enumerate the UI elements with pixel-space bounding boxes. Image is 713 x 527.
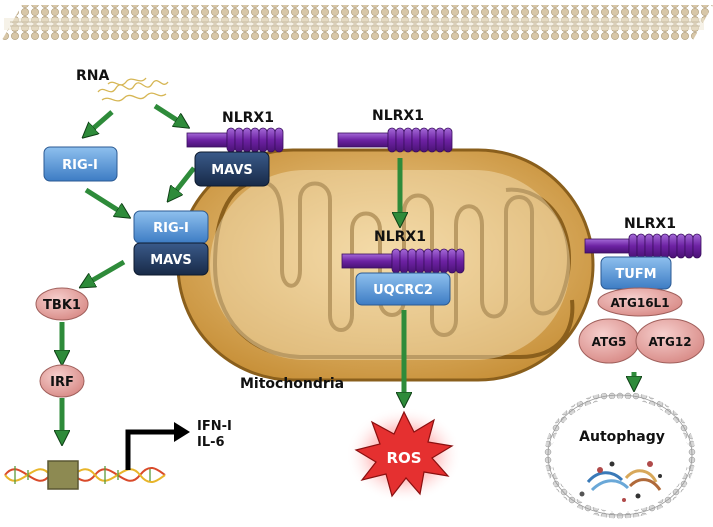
tbk1-node: TBK1: [35, 287, 89, 321]
nlrx1-center-protein-icon: [337, 127, 453, 153]
atg12-node: [635, 318, 705, 364]
rna-molecule-icon: [97, 77, 169, 102]
nlrx1-inner-label: NLRX1: [374, 229, 426, 245]
mitochondria-label: Mitochondria: [240, 376, 344, 392]
autophagosome-icon: [544, 391, 696, 519]
nlrx1-mavs-group: NLRX1 MAVS: [186, 110, 284, 187]
arrows: [62, 103, 634, 438]
atg12-label: ATG12: [648, 335, 691, 349]
atg16l1-label: ATG16L1: [610, 296, 669, 310]
mitochondria-cristae: [213, 179, 571, 337]
nlrx1-center-group: NLRX1: [337, 108, 453, 153]
irf-label: IRF: [50, 375, 74, 390]
nlrx1-center-label: NLRX1: [372, 108, 424, 124]
arrow-rna-to-rigi: [88, 110, 114, 133]
nlrx1-tufm-group: NLRX1 TUFM: [584, 216, 702, 290]
autophagosome-cargo-icon: [579, 461, 662, 502]
plasma-membrane: [2, 5, 713, 40]
nlrx1-inner-protein-icon: [341, 248, 465, 274]
tufm-label: TUFM: [615, 267, 656, 282]
rig-i-free-label: RIG-I: [62, 158, 98, 173]
nlrx1-right-protein-icon: [584, 233, 702, 259]
dna-strand-icon: [4, 466, 166, 484]
uqcrc2-label: UQCRC2: [373, 283, 433, 298]
irf-node: IRF: [39, 364, 85, 398]
autophagy-label: Autophagy: [579, 429, 665, 445]
arrow-complex-to-tbk1: [86, 259, 126, 284]
transcription-arrow-icon: [125, 422, 190, 470]
il6-label: IL-6: [197, 435, 225, 450]
rig-i-mavs-complex: RIG-I MAVS: [133, 210, 209, 276]
gene-promoter-box: [47, 460, 79, 490]
arrow-mavs-to-complex: [172, 166, 196, 196]
tbk1-label: TBK1: [43, 298, 81, 313]
atg-complex: ATG16L1 ATG5 ATG12: [578, 287, 705, 364]
atg16l1-node: [597, 287, 683, 317]
nlrx1-uqcrc2-group: NLRX1 UQCRC2: [341, 229, 465, 306]
ros-burst-icon: [346, 407, 462, 503]
rig-i-free-box: RIG-I: [43, 146, 118, 182]
nlrx1-right-label: NLRX1: [624, 216, 676, 232]
ros-label: ROS: [386, 449, 421, 467]
rig-i-complex-label: RIG-I: [153, 221, 189, 236]
rna-label: RNA: [76, 68, 109, 84]
arrow-rna-to-nlrx1: [153, 103, 183, 124]
mavs-complex-label: MAVS: [150, 253, 192, 268]
atg5-label: ATG5: [592, 335, 627, 349]
nlrx1-protein-icon: [186, 127, 284, 153]
arrow-rigi-to-complex: [84, 187, 124, 214]
mavs-top-label: MAVS: [211, 163, 253, 178]
nlrx1-mavs-label: NLRX1: [222, 110, 274, 126]
ifn-label: IFN-I: [197, 419, 232, 434]
